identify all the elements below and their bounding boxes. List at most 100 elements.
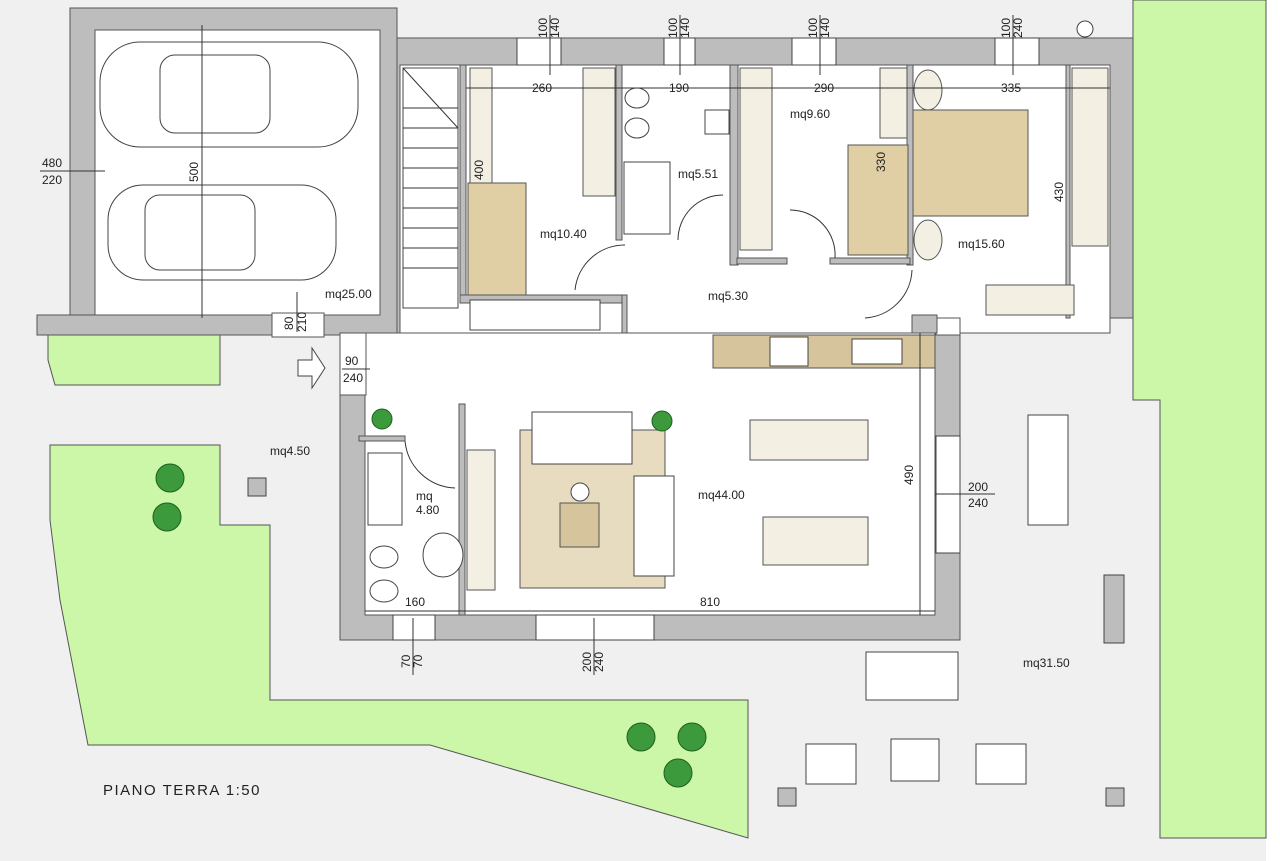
interior-walls xyxy=(358,64,1071,616)
dim-window: 140 xyxy=(548,18,562,38)
outdoor-sofa xyxy=(865,651,959,701)
door-bath-upper[interactable] xyxy=(677,194,724,241)
wardrobe-3 xyxy=(1071,67,1109,247)
dim-entry-door: 90 xyxy=(345,354,359,368)
dim-width: 290 xyxy=(814,81,834,95)
dim-width: 810 xyxy=(700,595,720,609)
entry-opening xyxy=(339,332,367,396)
desk xyxy=(469,67,493,184)
dim-width: 160 xyxy=(405,595,425,609)
bed-second xyxy=(847,144,909,256)
door-master[interactable] xyxy=(864,269,913,319)
pillar xyxy=(247,477,267,497)
window-3 xyxy=(791,37,837,66)
window-4 xyxy=(994,37,1040,66)
dim-depth: 500 xyxy=(187,162,201,182)
toilet-upper xyxy=(624,87,650,109)
car-top xyxy=(99,41,359,148)
pillar xyxy=(1105,787,1125,807)
door-bath-lower[interactable] xyxy=(404,440,456,489)
page-margin xyxy=(1266,0,1280,861)
dining-table xyxy=(762,516,869,566)
dim-window: 240 xyxy=(1011,18,1025,38)
dim-width: 335 xyxy=(1001,81,1021,95)
wall-corner xyxy=(935,317,961,336)
dim-depth: 330 xyxy=(874,152,888,172)
double-bed xyxy=(912,109,1029,217)
plant-icon xyxy=(651,410,673,432)
dimension-lines xyxy=(40,15,1110,675)
dim-width: 260 xyxy=(532,81,552,95)
label-porch-area: mq4.50 xyxy=(270,444,310,458)
plan-title: PIANO TERRA 1:50 xyxy=(103,782,261,799)
garden-left-small xyxy=(47,334,221,386)
label-bath-lower-area: 4.80 xyxy=(416,503,440,517)
label-bathroom-upper-area: mq5.51 xyxy=(678,167,718,181)
shoe-cabinet xyxy=(469,299,601,331)
kitchen-sink xyxy=(851,338,903,365)
garage-front-wall xyxy=(36,314,273,336)
dresser xyxy=(985,284,1075,316)
dim-bath-window: 70 xyxy=(399,654,413,668)
nightstand-2 xyxy=(913,219,943,261)
garden-top-right xyxy=(1132,0,1267,839)
drain-icon xyxy=(1076,20,1094,38)
bidet-upper xyxy=(624,117,650,139)
dim-entry-door: 240 xyxy=(343,371,363,385)
wardrobe-2 xyxy=(739,67,773,251)
coffee-table xyxy=(559,502,600,548)
dim-side-window: 240 xyxy=(968,496,988,510)
door-bedroom-single[interactable] xyxy=(574,244,626,291)
label-hallway-area: mq5.30 xyxy=(708,289,748,303)
label-bedroom-second-area: mq9.60 xyxy=(790,107,830,121)
pillar xyxy=(777,787,797,807)
outdoor-coffee-table xyxy=(890,738,940,782)
dim-side-window: 200 xyxy=(968,480,988,494)
shrub-icon xyxy=(626,722,656,752)
plant-icon xyxy=(371,408,393,430)
tv-cabinet xyxy=(466,449,496,591)
window-living xyxy=(535,614,655,641)
label-bedroom-single-area: mq10.40 xyxy=(540,227,587,241)
sofa-right xyxy=(633,475,675,577)
outdoor-armchair-2 xyxy=(975,743,1027,785)
door-bedroom-second[interactable] xyxy=(789,209,836,259)
dim-garage-side: 80 xyxy=(282,316,296,330)
label-garage-area: mq25.00 xyxy=(325,287,372,301)
shrub-icon xyxy=(677,722,707,752)
staircase xyxy=(402,67,459,309)
entry-arrow-icon xyxy=(297,346,326,390)
window-bath xyxy=(392,614,436,641)
bidet-lower xyxy=(369,545,399,569)
single-bed xyxy=(467,182,527,296)
dim-living-window: 240 xyxy=(592,652,606,672)
shrub-icon xyxy=(152,502,182,532)
outdoor-armchair-1 xyxy=(805,743,857,785)
dim-depth: 490 xyxy=(902,465,916,485)
dim-garage-door: 220 xyxy=(42,173,62,187)
sofa-top xyxy=(531,411,633,465)
window-1 xyxy=(516,37,562,66)
dim-bath-window: 70 xyxy=(411,654,425,668)
dim-window: 140 xyxy=(818,18,832,38)
garden-left xyxy=(49,444,749,839)
kitchen-island xyxy=(749,419,869,461)
cooktop xyxy=(769,336,809,367)
nightstand-1 xyxy=(913,69,943,111)
dim-width: 190 xyxy=(669,81,689,95)
sink-upper xyxy=(704,109,730,135)
wardrobe-1 xyxy=(582,67,616,197)
label-living-area: mq44.00 xyxy=(698,488,745,502)
dim-window: 100 xyxy=(999,18,1013,38)
dim-window: 100 xyxy=(806,18,820,38)
sink-lower xyxy=(422,532,464,578)
dim-living-window: 200 xyxy=(580,652,594,672)
label-master-area: mq15.60 xyxy=(958,237,1005,251)
outdoor-table xyxy=(1027,414,1069,526)
shower-lower xyxy=(367,452,403,526)
car-bottom xyxy=(107,184,337,281)
dim-window: 140 xyxy=(678,18,692,38)
label-bath-lower-prefix: mq xyxy=(416,489,433,503)
shrub-icon xyxy=(663,758,693,788)
